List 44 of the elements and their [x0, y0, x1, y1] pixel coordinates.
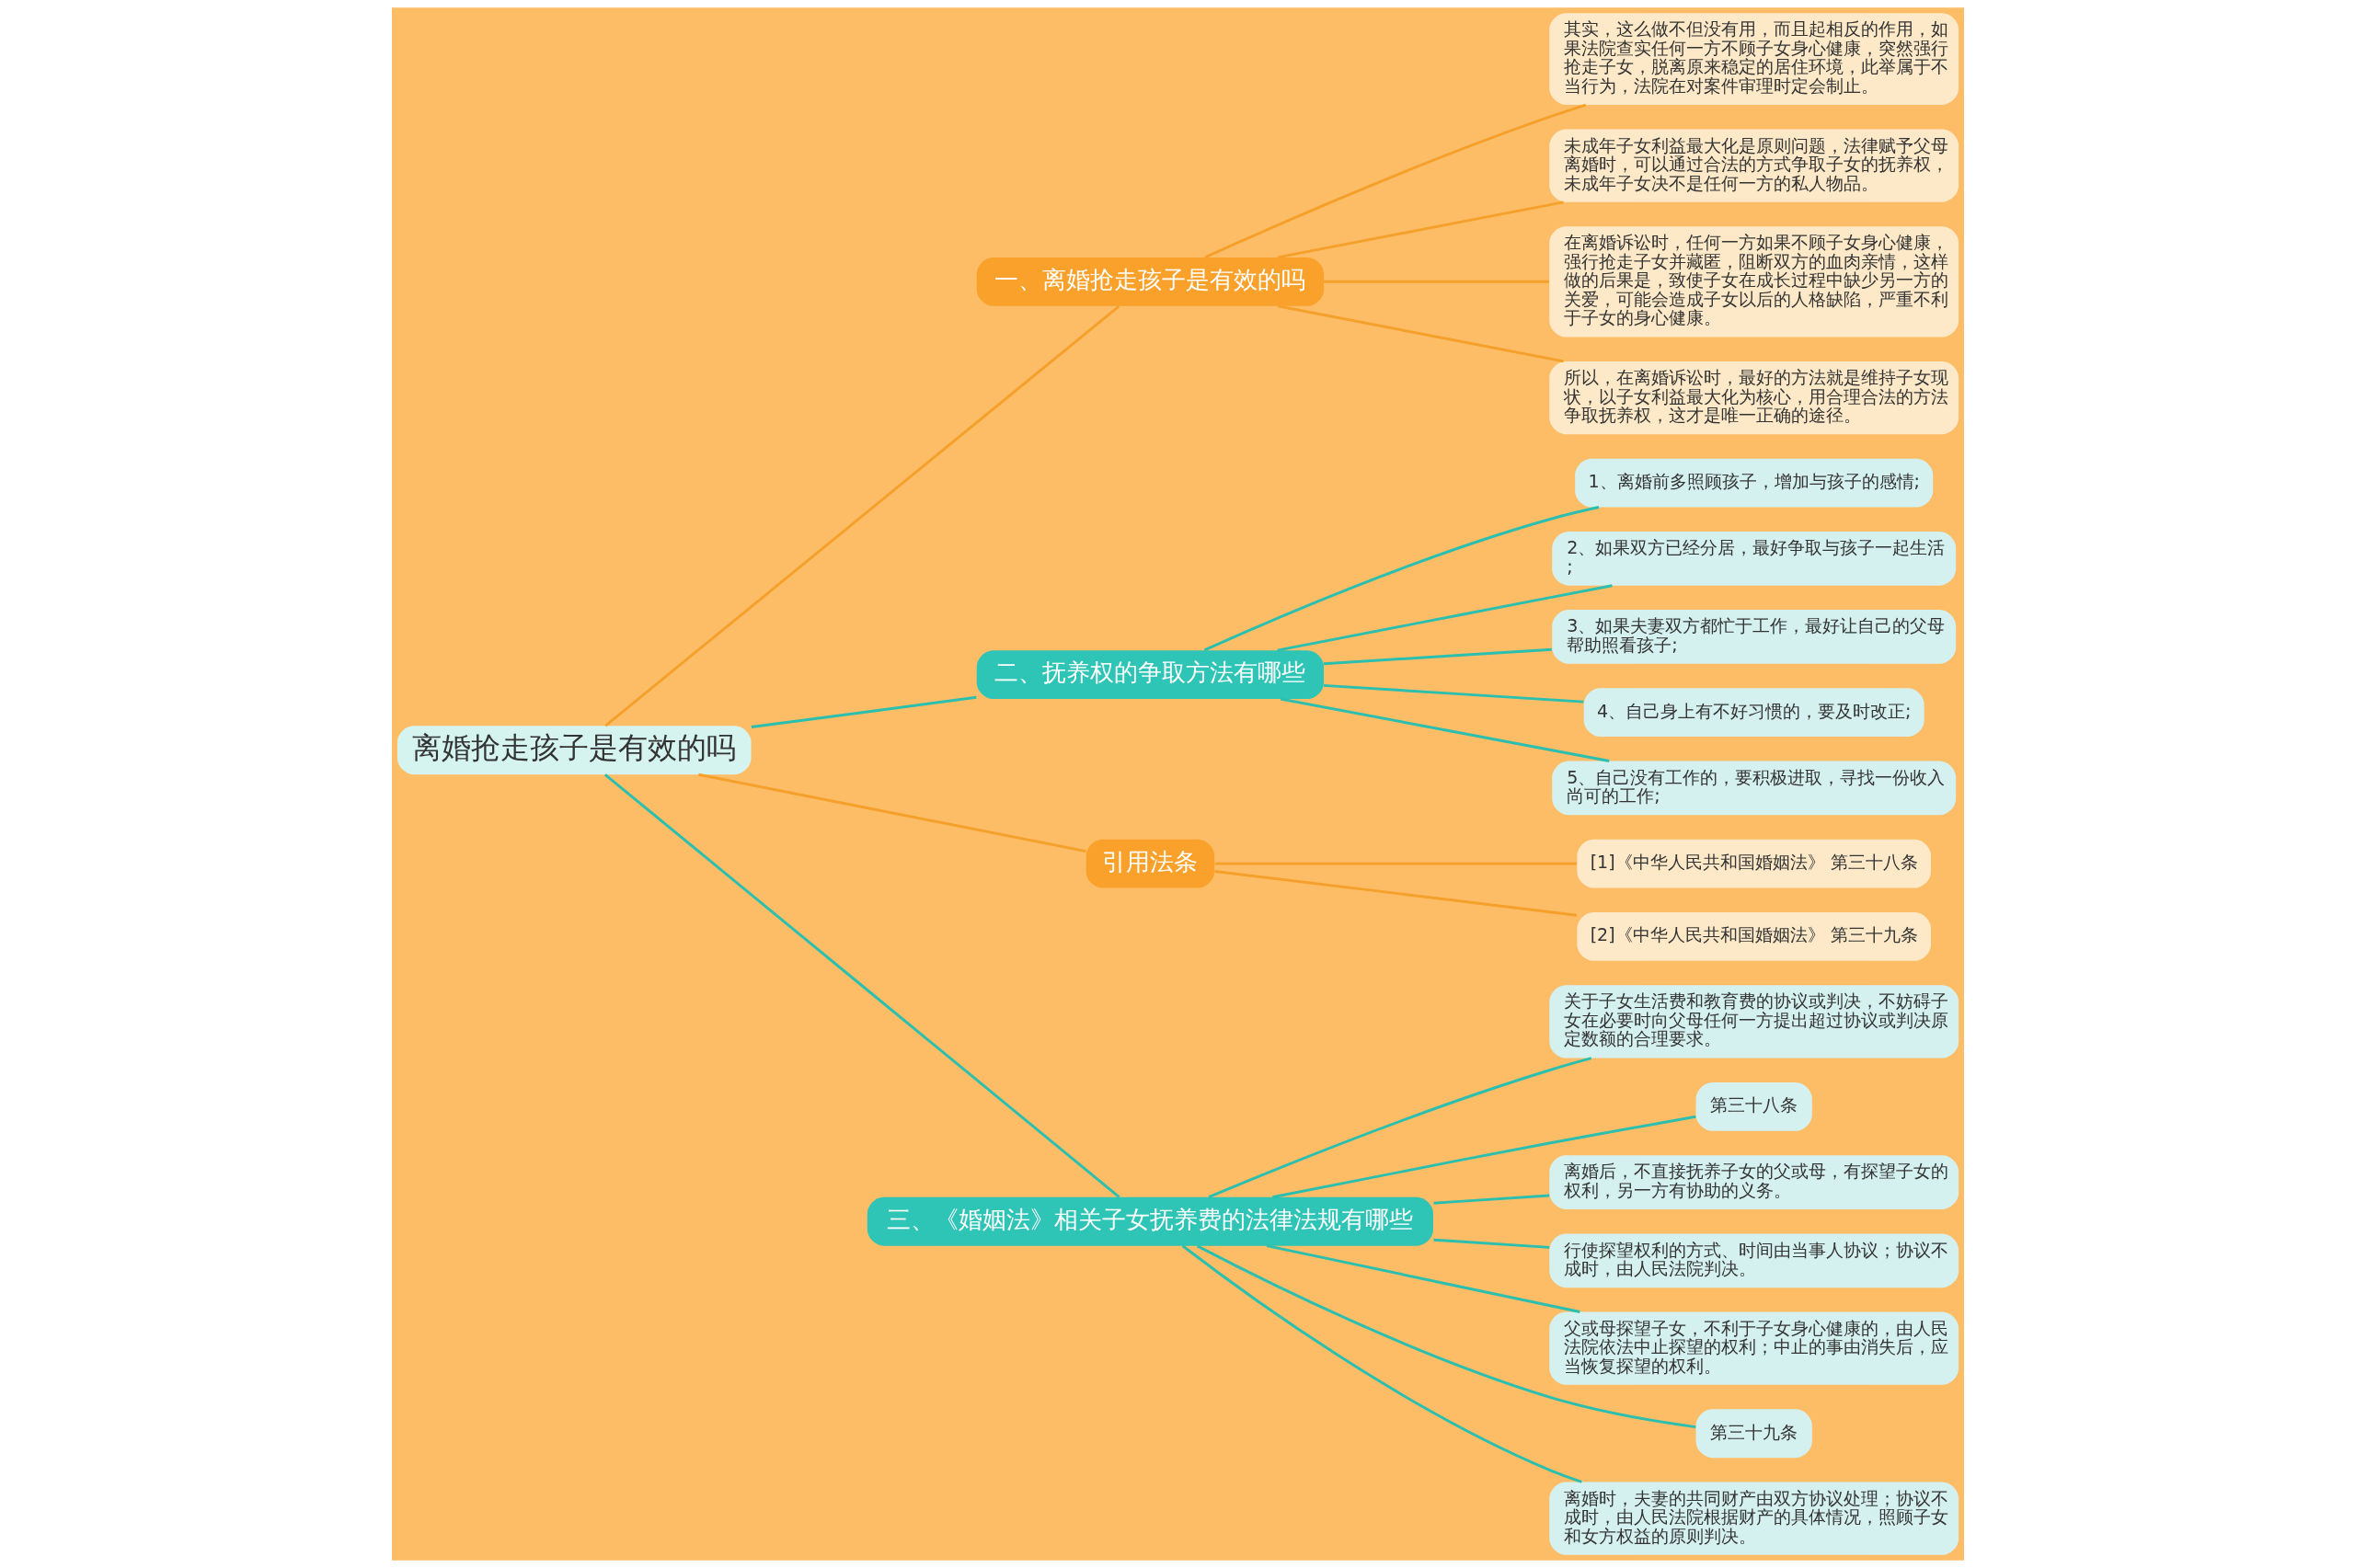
connector — [1323, 280, 1549, 283]
node-box: 行使探望权利的方式、时间由当事人协议；协议不成时，由人民法院判决。 — [1548, 1233, 1959, 1288]
connector — [697, 773, 1086, 853]
connector — [1181, 1244, 1582, 1483]
connector — [1271, 1115, 1696, 1199]
node-box: 一、离婚抢走孩子是有效的吗 — [976, 257, 1324, 306]
node-box: [2]《中华人民共和国婚姻法》 第三十九条 — [1576, 912, 1931, 961]
connector — [603, 773, 1120, 1198]
node-box: 三、《婚姻法》相关子女抚养费的法律法规有哪些 — [867, 1196, 1433, 1246]
connector — [1277, 304, 1564, 363]
connector — [1196, 1244, 1696, 1429]
node-box: 第三十九条 — [1695, 1409, 1812, 1459]
connector — [751, 695, 976, 729]
connector — [1277, 200, 1564, 259]
connector — [1203, 103, 1586, 259]
node-box: 引用法条 — [1086, 839, 1214, 888]
node-box: 父或母探望子女，不利于子女身心健康的，由人民法院依法中止探望的权利；中止的事由消失后，应当恢复探望的权利。 — [1548, 1311, 1959, 1385]
connector — [1213, 870, 1577, 917]
node-box: 4、自己身上有不好习惯的，要及时改正; — [1583, 688, 1924, 738]
node-box: 离婚后，不直接抚养子女的父或母，有探望子女的权利，另一方有协助的义务。 — [1548, 1155, 1959, 1209]
node-box: 未成年子女利益最大化是原则问题，法律赋予父母离婚时，可以通过合法的方式争取子女的抚养权，未成年子女决不是任何一方的私人物品。 — [1548, 129, 1959, 202]
node-box: 所以，在离婚诉讼时，最好的方法就是维持子女现状，以子女利益最大化为核心，用合理合法的方法争取抚养权，这才是唯一正确的途径。 — [1548, 361, 1959, 435]
connector — [1203, 506, 1599, 652]
connector — [1323, 683, 1583, 704]
connector — [1323, 647, 1552, 666]
connector — [1207, 1057, 1591, 1199]
node-box: 关于子女生活费和教育费的协议或判决，不妨碍子女在必要时向父母任何一方提出超过协议或判决原定数额的合理要求。 — [1548, 985, 1959, 1059]
node-box: 二、抚养权的争取方法有哪些 — [976, 650, 1324, 699]
connector — [1266, 1244, 1580, 1313]
node-box: 离婚抢走孩子是有效的吗 — [396, 726, 752, 775]
node-box: 1、离婚前多照顾孩子，增加与孩子的感情; — [1574, 458, 1933, 508]
node-box: 第三十八条 — [1695, 1082, 1812, 1131]
node-box: 离婚时，夫妻的共同财产由双方协议处理；协议不成时，由人民法院根据财产的具体情况，照顾子女和女方权益的原则判决。 — [1548, 1482, 1959, 1555]
node-box: 其实，这么做不但没有用，而且起相反的作用，如果法院查实任何一方不顾子女身心健康，突然强行抢走子女，脱离原来稳定的居住环境，此举属于不当行为，法院在对案件审理时定会制止。 — [1548, 13, 1959, 105]
node-box: 3、如果夫妻双方都忙于工作，最好让自己的父母帮助照看孩子; — [1551, 610, 1956, 664]
connector — [1214, 862, 1577, 865]
node-box: 在离婚诉讼时，任何一方如果不顾子女身心健康，强行抢走子女并藏匿，阻断双方的血肉亲情，这样做的后果是，致使子女在成长过程中缺少另一方的关爱，可能会造成子女以后的人格缺陷，严重不利于子女的身心健康。 — [1548, 226, 1959, 338]
node-box: [1]《中华人民共和国婚姻法》 第三十八条 — [1576, 839, 1931, 888]
node-box: 2、如果双方已经分居，最好争取与孩子一起生活; — [1551, 531, 1956, 586]
connector — [603, 304, 1120, 727]
connector — [1432, 1238, 1549, 1249]
connector — [1432, 1194, 1549, 1205]
connector — [1280, 697, 1610, 762]
node-box: 5、自己没有工作的，要积极进取，寻找一份收入尚可的工作; — [1551, 761, 1956, 816]
